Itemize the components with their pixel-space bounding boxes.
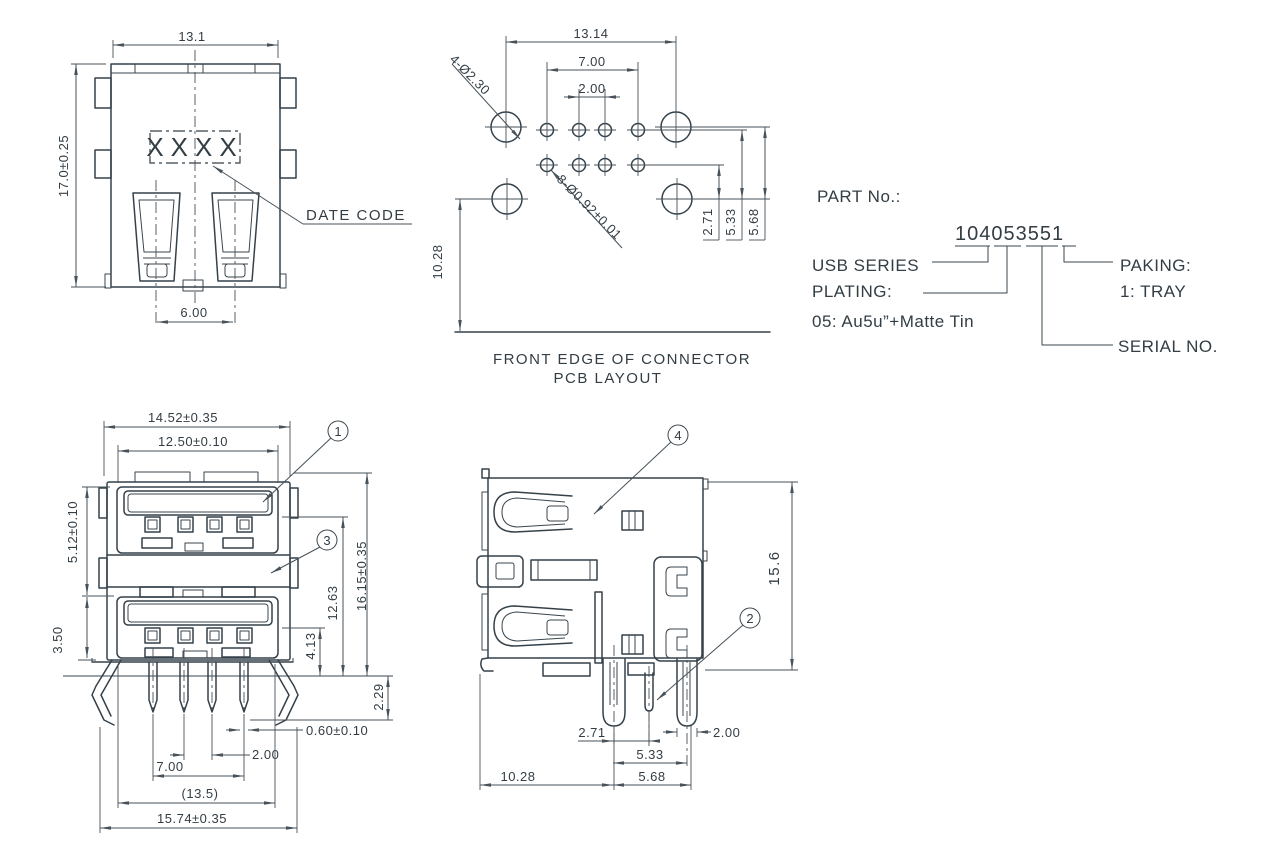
label-small-holes: 8-Ø0.92±0.01 bbox=[554, 172, 625, 243]
date-code-box bbox=[149, 130, 241, 164]
front-view: 14.52±0.35 12.50±0.10 5.12±0.10 3.50 16.… bbox=[50, 410, 393, 833]
balloon-1: 1 bbox=[334, 424, 341, 439]
dim-front-opening-h: 5.12±0.10 bbox=[65, 501, 80, 563]
dim-front-opening-w: 12.50±0.10 bbox=[158, 434, 228, 449]
dim-side-pin: 2.00 bbox=[713, 725, 740, 740]
dim-pcb-width: 13.14 bbox=[573, 26, 608, 41]
dim-front-pitch: 2.00 bbox=[252, 747, 279, 762]
plating-value: 05: Au5u”+Matte Tin bbox=[812, 312, 974, 331]
balloon-1-circle bbox=[327, 420, 349, 442]
dim-top-width: 13.1 bbox=[178, 29, 205, 44]
plating-label: PLATING: bbox=[812, 282, 892, 301]
series-label: USB SERIES bbox=[812, 256, 919, 275]
dim-pcb-pitch: 2.00 bbox=[578, 81, 605, 96]
dim-pcb-row-a: 2.71 bbox=[700, 208, 715, 235]
part-number: 104053551 bbox=[955, 223, 1064, 245]
part-number-block: PART No.: 104053551 USB SERIES PLATING: … bbox=[812, 187, 1218, 356]
dim-front-foot: 3.50 bbox=[50, 626, 65, 653]
dim-front-ref-w: (13.5) bbox=[182, 786, 219, 801]
balloon-4: 4 bbox=[674, 428, 681, 443]
date-code-text: XXXX bbox=[146, 132, 243, 162]
dim-front-contact-h: 4.13 bbox=[303, 632, 318, 659]
dim-front-overall-w: 14.52±0.35 bbox=[148, 410, 218, 425]
balloon-2-circle bbox=[739, 607, 761, 629]
pin-holes bbox=[536, 62, 747, 176]
side-view: 15.6 2.00 2.71 5.33 5.68 10.28 4 2 bbox=[476, 424, 798, 790]
dim-top-height: 17.0±0.25 bbox=[56, 135, 71, 197]
dim-side-height: 15.6 bbox=[766, 550, 783, 585]
balloon-3-circle bbox=[316, 529, 338, 551]
top-view: XXXX DATE CODE 13.1 17.0±0.25 6.00 bbox=[56, 29, 412, 326]
dim-side-b: 5.33 bbox=[636, 747, 663, 762]
dim-pcb-row-b: 5.33 bbox=[723, 208, 738, 235]
balloon-3: 3 bbox=[323, 533, 330, 548]
pcb-caption-1: FRONT EDGE OF CONNECTOR bbox=[493, 351, 751, 368]
pcb-layout-view: 13.14 7.00 2.00 4-Ø2.30 8-Ø0.92±0.01 2.7… bbox=[430, 26, 771, 387]
dim-pcb-depth: 10.28 bbox=[430, 244, 445, 279]
dim-front-overall-h: 16.15±0.35 bbox=[354, 541, 369, 611]
dim-side-d: 10.28 bbox=[500, 769, 535, 784]
date-code-label: DATE CODE bbox=[306, 207, 406, 224]
dim-side-c: 5.68 bbox=[638, 769, 665, 784]
dim-front-mid-h: 12.63 bbox=[325, 585, 340, 620]
part-no-title: PART No.: bbox=[817, 187, 901, 206]
pcb-caption-2: PCB LAYOUT bbox=[554, 370, 663, 387]
dim-side-a: 2.71 bbox=[578, 725, 605, 740]
dim-front-leg-h: 2.29 bbox=[371, 683, 386, 710]
dim-pcb-span: 7.00 bbox=[578, 54, 605, 69]
label-large-holes: 4-Ø2.30 bbox=[447, 52, 493, 98]
dim-top-center: 6.00 bbox=[180, 305, 207, 320]
dim-front-span: 7.00 bbox=[156, 759, 183, 774]
dim-front-pin-w: 0.60±0.10 bbox=[306, 723, 368, 738]
balloon-2: 2 bbox=[746, 611, 753, 626]
serial-label: SERIAL NO. bbox=[1118, 337, 1218, 356]
dim-front-base-w: 15.74±0.35 bbox=[157, 811, 227, 826]
paking-value: 1: TRAY bbox=[1120, 282, 1186, 301]
balloon-4-circle bbox=[667, 424, 689, 446]
dim-pcb-row-c: 5.68 bbox=[746, 208, 761, 235]
paking-label: PAKING: bbox=[1120, 256, 1191, 275]
